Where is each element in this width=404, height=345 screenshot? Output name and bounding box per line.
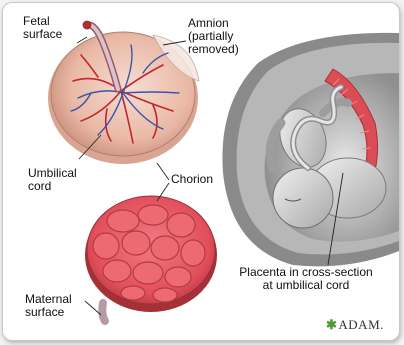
adam-logo-text: ADAM. (338, 317, 383, 332)
placenta-cross-section-label: Placenta in cross-section at umbilical c… (231, 266, 381, 292)
uterus-cross-section (222, 33, 399, 267)
amnion-label: Amnion (partially removed) (188, 17, 268, 56)
maternal-surface-disc (85, 196, 217, 321)
diagram-frame: Fetal surface Amnion (partially removed)… (2, 2, 400, 341)
chorion-label: Chorion (171, 173, 231, 186)
adam-logo: ✱ADAM. (326, 317, 384, 333)
adam-logo-mark-icon: ✱ (326, 317, 337, 332)
maternal-surface-label: Maternal surface (25, 293, 95, 319)
fetal-surface-label: Fetal surface (23, 15, 93, 41)
umbilical-cord-label: Umbilical cord (28, 167, 98, 193)
